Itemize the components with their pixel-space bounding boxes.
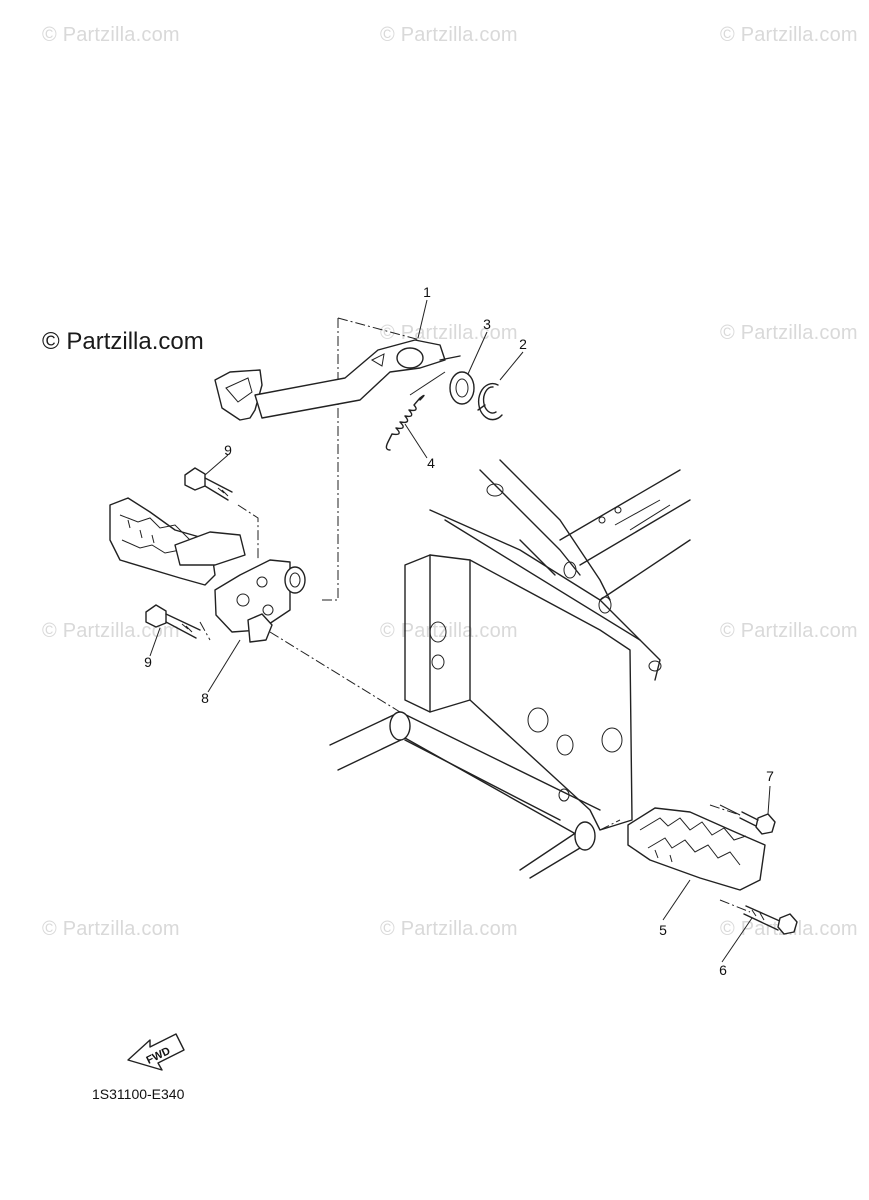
- callout-1: 1: [423, 284, 431, 300]
- frame-lower-tubes: [329, 711, 601, 879]
- callout-8: 8: [201, 690, 209, 706]
- callout-5: 5: [659, 922, 667, 938]
- watermark: © Partzilla.com: [42, 620, 180, 642]
- watermark: © Partzilla.com: [42, 24, 180, 46]
- watermark-highlighted: © Partzilla.com: [42, 328, 204, 355]
- callout-4: 4: [427, 455, 435, 471]
- callout-9-top: 9: [224, 442, 232, 458]
- small-bolt-part: [739, 811, 776, 835]
- callout-9-bottom: 9: [144, 654, 152, 670]
- footpeg-part: [627, 804, 766, 891]
- watermark: © Partzilla.com: [42, 918, 180, 940]
- brake-pedal-part: [214, 339, 461, 421]
- watermark: © Partzilla.com: [720, 322, 858, 344]
- circlip-part: [477, 382, 503, 421]
- callout-2: 2: [519, 336, 527, 352]
- long-bolt-part: [743, 905, 798, 935]
- watermark: © Partzilla.com: [380, 918, 518, 940]
- spring-part: [385, 371, 446, 451]
- diagram-code: 1S31100-E340: [92, 1086, 185, 1102]
- watermark: © Partzilla.com: [720, 620, 858, 642]
- callout-6: 6: [719, 962, 727, 978]
- callout-7: 7: [766, 768, 774, 784]
- watermark: © Partzilla.com: [720, 24, 858, 46]
- watermark: © Partzilla.com: [380, 24, 518, 46]
- fwd-arrow-icon: FWD: [127, 1033, 185, 1071]
- callout-3: 3: [483, 316, 491, 332]
- washer-part: [449, 371, 475, 405]
- bolt-part: [184, 467, 233, 501]
- frame-main-body: [404, 459, 691, 831]
- assembly-guides: [199, 317, 751, 913]
- watermark: © Partzilla.com: [380, 620, 518, 642]
- bolt-part: [145, 604, 201, 639]
- footrest-bracket-part: [109, 497, 306, 643]
- callout-leaders: [149, 299, 771, 963]
